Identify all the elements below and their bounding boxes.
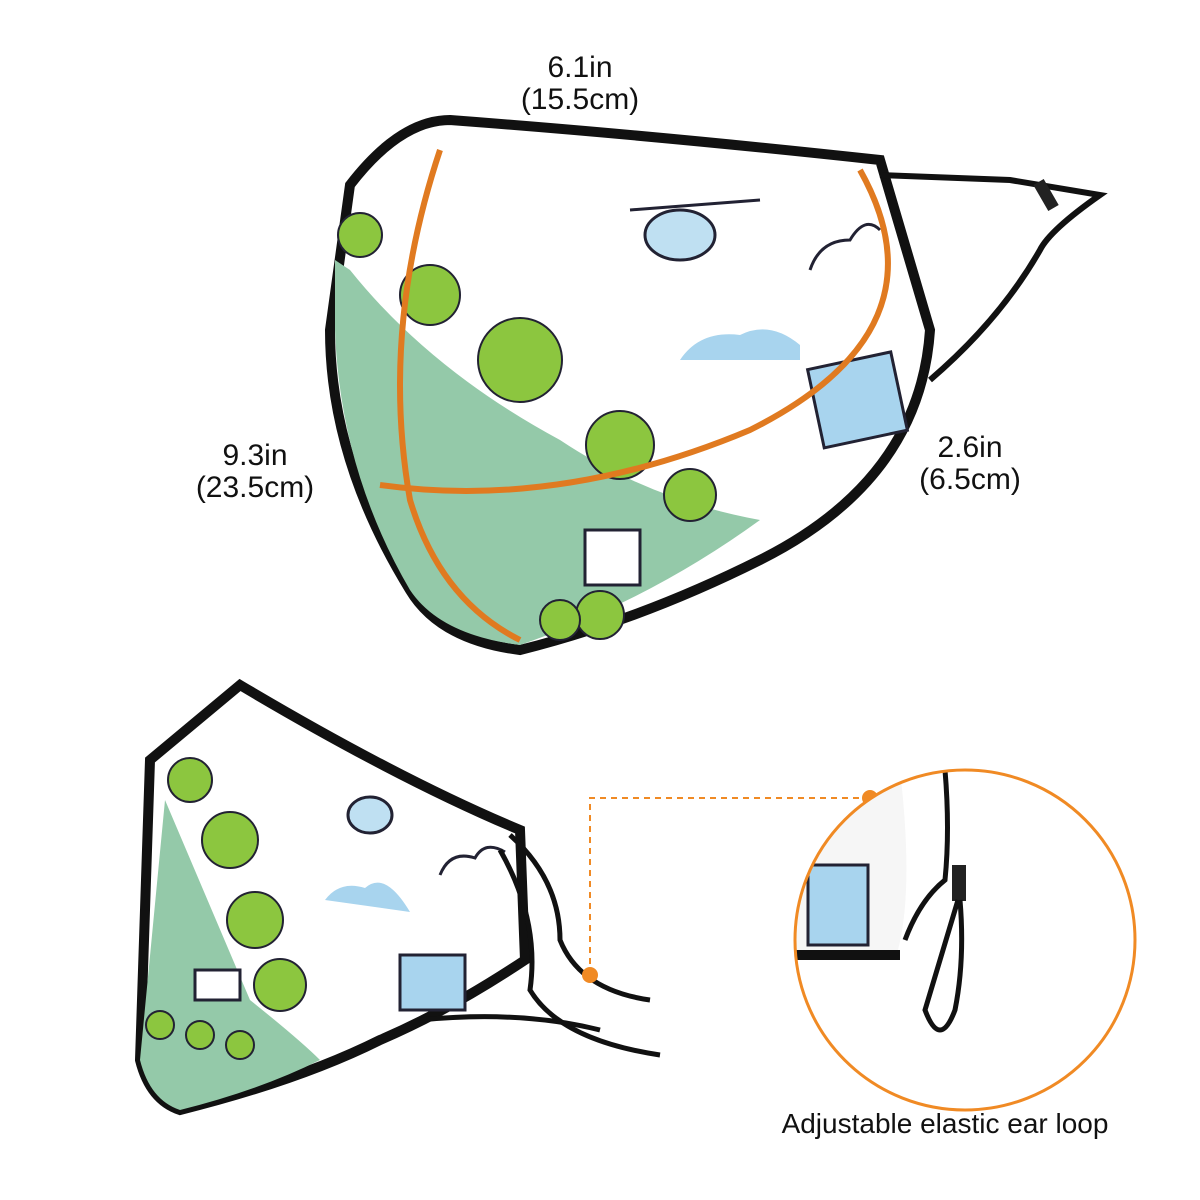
depth-in: 2.6in bbox=[937, 431, 1003, 464]
height-dimension-label: 9.3in (23.5cm) bbox=[160, 440, 350, 504]
height-cm: (23.5cm) bbox=[195, 471, 315, 504]
width-in: 6.1in bbox=[547, 51, 613, 84]
depth-cm: (6.5cm) bbox=[919, 463, 1021, 496]
width-dimension-label: 6.1in (15.5cm) bbox=[480, 52, 680, 116]
depth-dimension-label: 2.6in (6.5cm) bbox=[885, 432, 1055, 496]
width-cm: (15.5cm) bbox=[520, 83, 640, 116]
side-mask bbox=[134, 678, 661, 1116]
height-in: 9.3in bbox=[222, 439, 288, 472]
ear-loop-caption: Adjustable elastic ear loop bbox=[781, 1108, 1109, 1139]
main-mask bbox=[324, 114, 1108, 656]
ear-loop-callout bbox=[582, 768, 1137, 1112]
